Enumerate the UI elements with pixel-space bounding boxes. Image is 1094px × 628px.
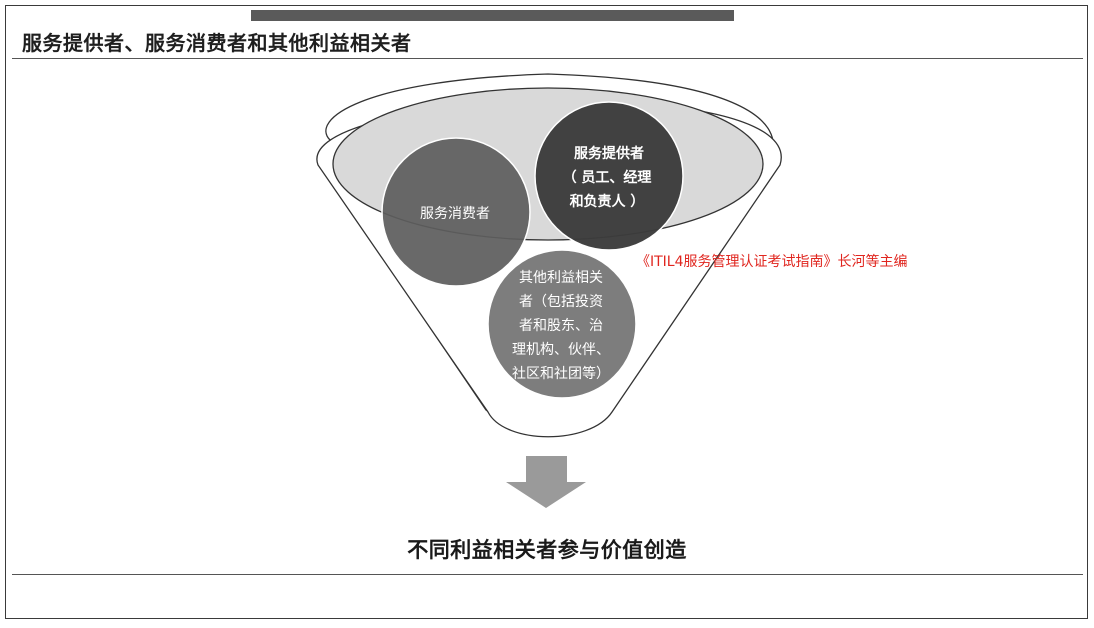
page-title: 服务提供者、服务消费者和其他利益相关者 — [22, 31, 412, 55]
provider-label-line-2: （ 员工、经理 — [563, 169, 652, 186]
footer-divider — [12, 574, 1083, 575]
others-label-line-3: 者和股东、治 — [519, 318, 603, 334]
provider-circle — [534, 101, 684, 251]
others-label-line-4: 理机构、伙伴、 — [512, 342, 610, 358]
others-label-line-2: 者（包括投资 — [519, 294, 603, 310]
down-arrow-icon — [506, 456, 586, 508]
slide-frame — [5, 5, 1088, 619]
conclusion-text: 不同利益相关者参与价值创造 — [407, 538, 687, 562]
others-label-line-1: 其他利益相关 — [519, 270, 603, 286]
provider-label-line-1: 服务提供者 — [574, 145, 644, 162]
consumer-circle — [381, 137, 531, 287]
provider-label-line-3: 和负责人 ） — [570, 193, 645, 210]
top-decor-bar — [251, 10, 734, 21]
others-label-line-5: 社区和社团等） — [512, 365, 610, 382]
header-divider — [12, 58, 1083, 59]
others-circle — [487, 249, 637, 399]
consumer-label: 服务消费者 — [420, 206, 490, 222]
citation-text: 《ITIL4服务管理认证考试指南》长河等主编 — [636, 254, 908, 270]
